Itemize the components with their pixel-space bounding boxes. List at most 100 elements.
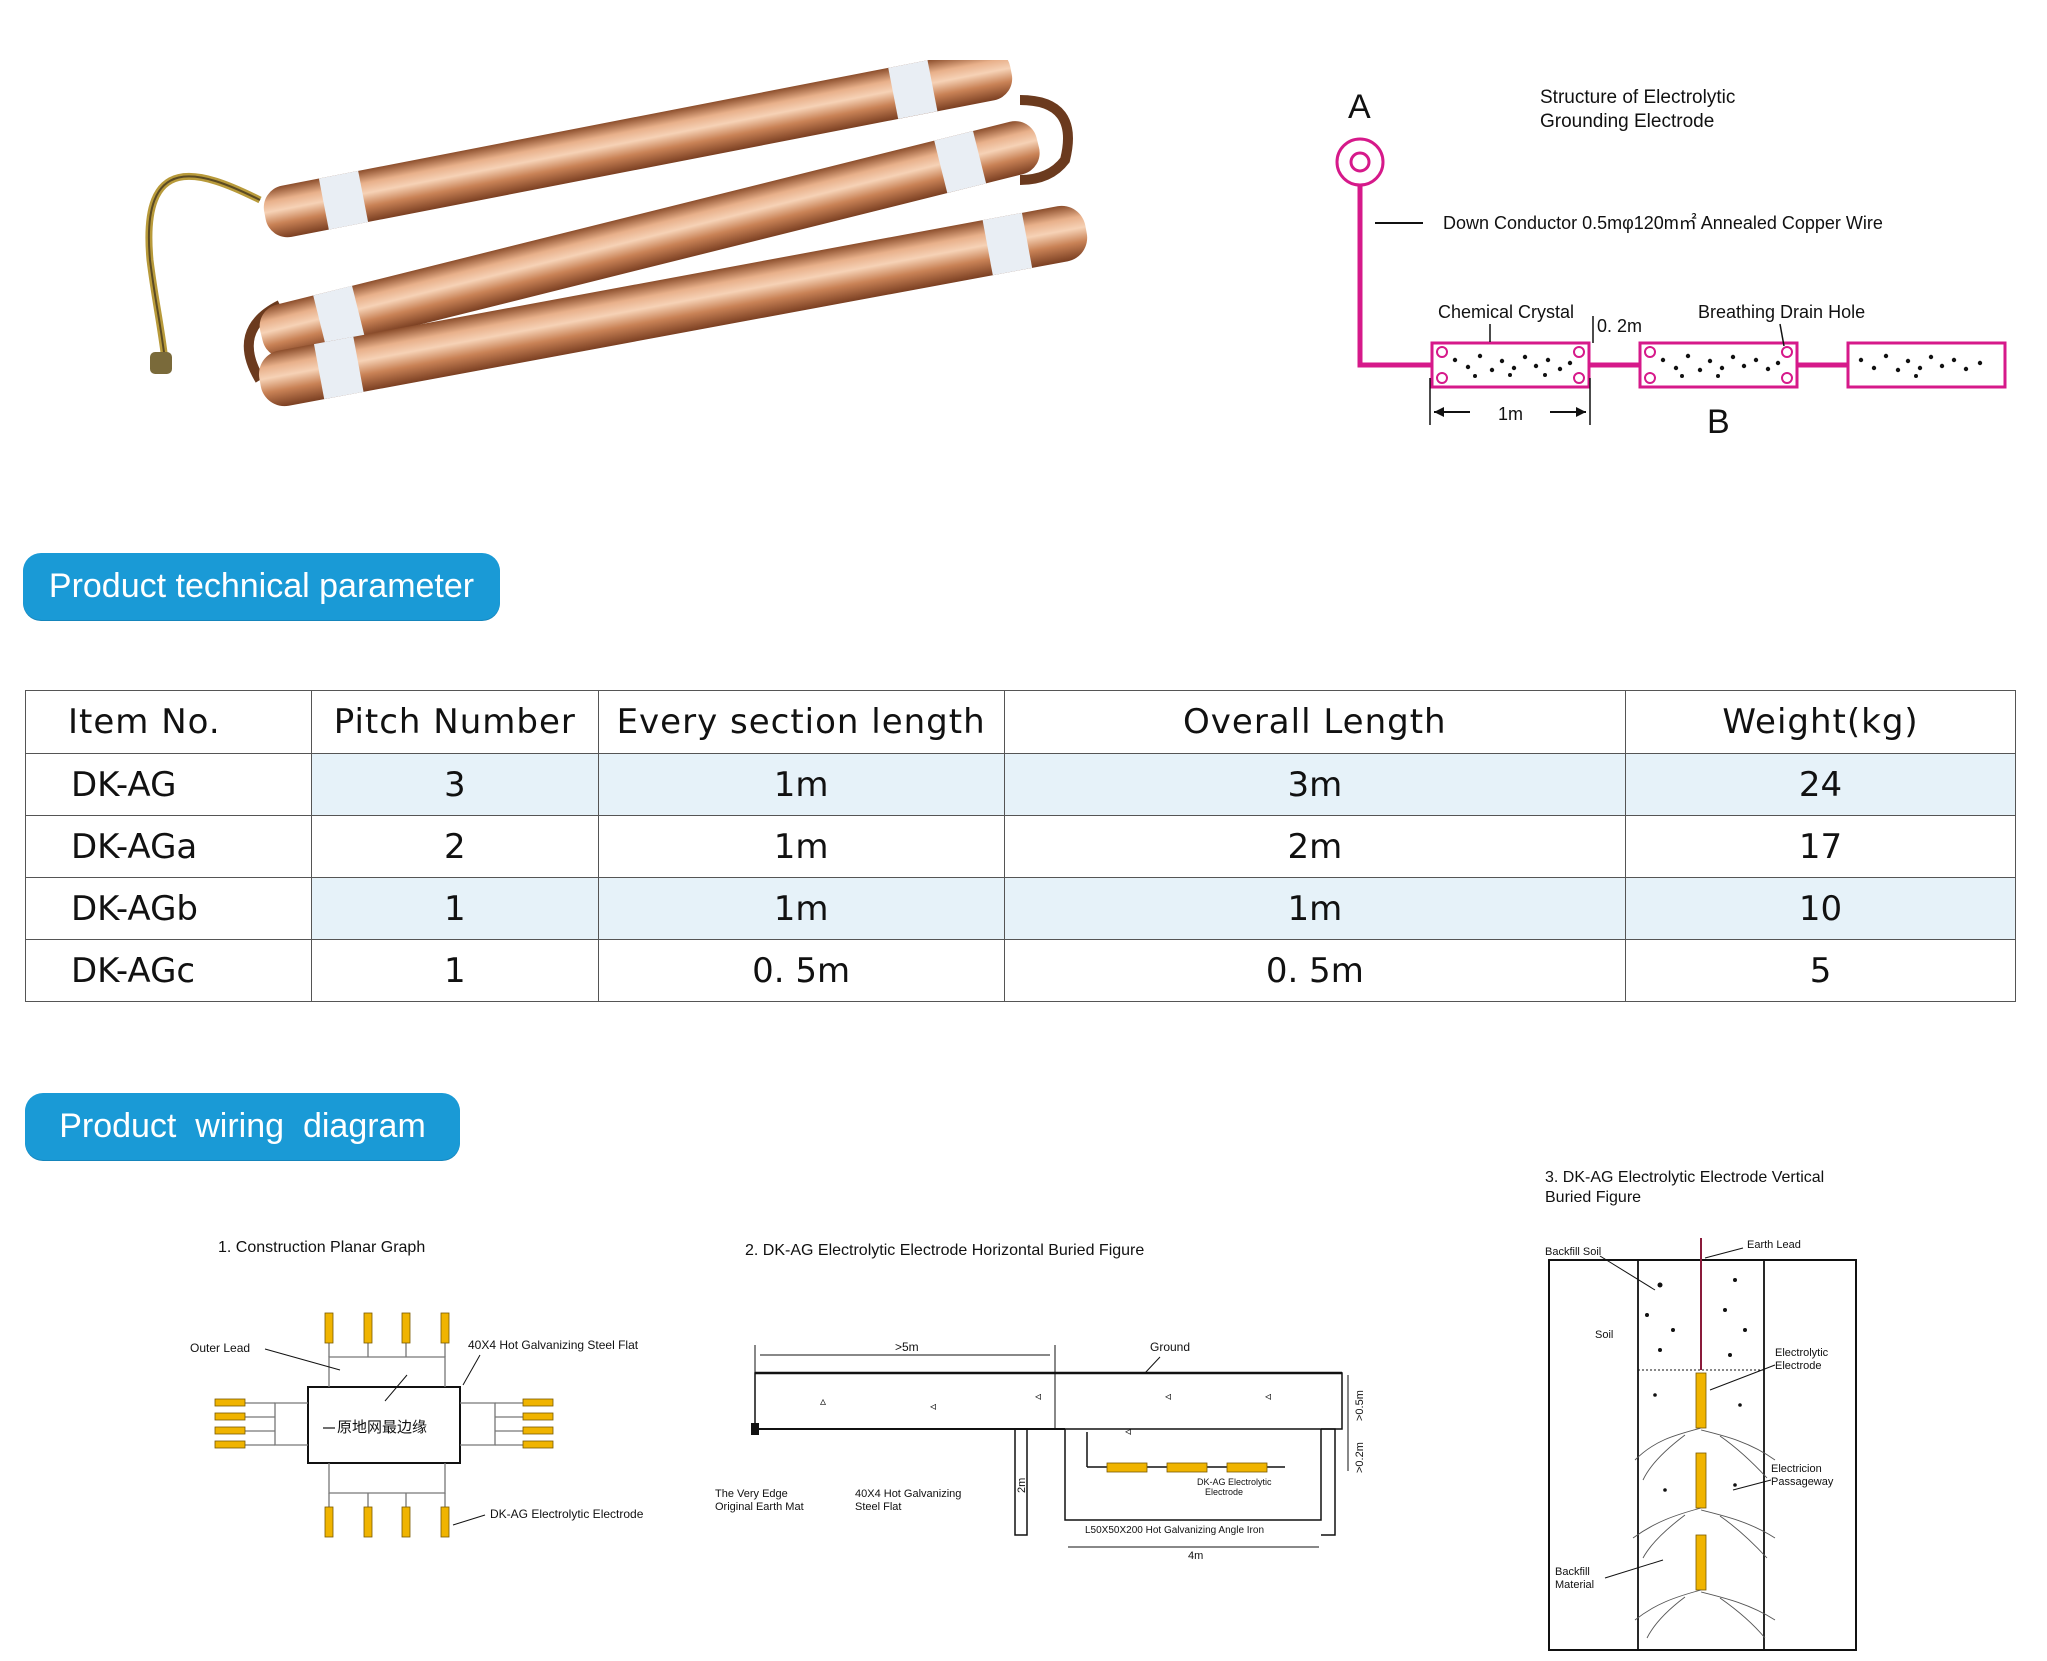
electrode-section-2	[1638, 341, 1799, 389]
cell-weight: 17	[1625, 815, 2016, 878]
figure3-title-1: 3. DK-AG Electrolytic Electrode Vertical	[1545, 1169, 1824, 1186]
structure-title-1: Structure of Electrolytic	[1540, 87, 1735, 108]
dim-top-label: >0.5m	[1354, 1390, 1366, 1421]
cell-item: DK-AGc	[25, 939, 312, 1002]
electrode-section-3	[1846, 341, 2007, 389]
chemical-crystal-label: Chemical Crystal	[1438, 302, 1574, 322]
ground-label: Ground	[1150, 1340, 1190, 1354]
structure-diagram: Structure of Electrolytic Grounding Elec…	[1335, 87, 2007, 441]
cell-section: 1m	[597, 815, 1005, 878]
cell-item: DK-AGa	[25, 815, 312, 878]
structure-title-2: Grounding Electrode	[1540, 111, 1714, 132]
cell-overall: 3m	[1003, 753, 1627, 816]
roots	[1632, 1427, 1776, 1639]
label-b: B	[1707, 403, 1730, 441]
tech-param-heading-text: Product technical parameter	[48, 567, 475, 605]
table-row: DK-AGb 1 1m 1m 10	[25, 877, 2016, 940]
wiring-heading-text: Product wiring diagram	[59, 1107, 426, 1145]
table-row: DK-AG 3 1m 3m 24	[25, 753, 2016, 816]
svg-text:◃: ◃	[930, 1399, 936, 1413]
figure2-horizontal-buried: 2. DK-AG Electrolytic Electrode Horizont…	[715, 1242, 1366, 1562]
header-section-length: Every section length	[597, 690, 1005, 754]
lead-cable	[145, 172, 262, 361]
gap-label: 0. 2m	[1597, 316, 1642, 336]
earth-mat-edge	[751, 1423, 759, 1435]
width-label: 4m	[1188, 1550, 1203, 1562]
header-pitch-number: Pitch Number	[310, 690, 599, 754]
tech-param-heading: Product technical parameter	[23, 553, 500, 620]
figure3-title-2: Buried Figure	[1545, 1189, 1641, 1206]
chemical-crystal-dots	[1452, 353, 1983, 378]
svg-text:◃: ◃	[1035, 1389, 1041, 1403]
backfill-material-label-2: Material	[1555, 1579, 1594, 1591]
down-conductor-label: Down Conductor 0.5mφ120m㎡ Annealed Coppe…	[1443, 212, 1883, 233]
electrode-label-1: DK-AG Electrolytic	[1197, 1477, 1272, 1487]
figure1-center-label: 原地网最边缘	[337, 1419, 427, 1436]
terminal-a-outer	[1335, 137, 1385, 187]
backfill-soil-label: Backfill Soil	[1545, 1246, 1601, 1258]
copper-tube-3	[258, 205, 1088, 407]
breathing-hole-label: Breathing Drain Hole	[1698, 302, 1865, 322]
cable-lug	[150, 352, 172, 374]
passage-label-2: Passageway	[1771, 1476, 1834, 1488]
cell-section: 0. 5m	[597, 939, 1005, 1002]
figure1-planar-graph: 1. Construction Planar Graph 原地网最边缘 Oute…	[190, 1239, 644, 1538]
electrode-section-1	[1430, 341, 1591, 389]
cell-section: 1m	[597, 753, 1005, 816]
outer-lead-label: Outer Lead	[190, 1341, 250, 1355]
svg-text:◃: ◃	[1125, 1424, 1131, 1438]
edge-label-1: The Very Edge	[715, 1488, 788, 1500]
earth-mat-edge-box	[307, 1386, 461, 1464]
figure1-title: 1. Construction Planar Graph	[218, 1239, 425, 1256]
svg-text:◃: ◃	[1165, 1389, 1171, 1403]
depth-label: 2m	[1016, 1478, 1028, 1493]
product-photo	[145, 60, 1088, 407]
cell-weight: 10	[1625, 877, 2016, 940]
figure3-vertical-buried: 3. DK-AG Electrolytic Electrode Vertical…	[1545, 1169, 1857, 1651]
cell-section: 1m	[597, 877, 1005, 940]
down-conductor-line	[1357, 185, 1432, 368]
figure2-title: 2. DK-AG Electrolytic Electrode Horizont…	[745, 1242, 1144, 1259]
electrode-label-1: Electrolytic	[1775, 1347, 1829, 1359]
electrode-label-2: Electrode	[1205, 1487, 1243, 1497]
spec-table: Item No. Pitch Number Every section leng…	[25, 690, 2016, 1002]
terminal-a-inner	[1349, 151, 1371, 173]
backfill-material-label-1: Backfill	[1555, 1566, 1590, 1578]
cell-item: DK-AGb	[25, 877, 312, 940]
ground-layer	[754, 1372, 1343, 1430]
wiring-heading: Product wiring diagram	[25, 1093, 460, 1160]
vertical-electrodes	[1695, 1372, 1707, 1591]
cell-pitch: 2	[310, 815, 599, 878]
horizontal-electrodes	[1106, 1462, 1268, 1473]
copper-tube-2	[259, 121, 1040, 358]
table-row: DK-AGc 1 0. 5m 0. 5m 5	[25, 939, 2016, 1002]
header-weight: Weight(kg)	[1625, 690, 2016, 754]
electrode-markers	[214, 1312, 554, 1538]
cell-weight: 24	[1625, 753, 2016, 816]
table-row: DK-AGa 2 1m 2m 17	[25, 815, 2016, 878]
dist-label: >5m	[895, 1340, 919, 1354]
label-a: A	[1348, 88, 1371, 126]
svg-text:◃: ◃	[1265, 1389, 1271, 1403]
table-header-row: Item No. Pitch Number Every section leng…	[25, 690, 2016, 754]
cell-item: DK-AG	[25, 753, 312, 816]
svg-text:▵: ▵	[820, 1394, 826, 1408]
soil-label: Soil	[1595, 1329, 1613, 1341]
cell-pitch: 1	[310, 939, 599, 1002]
earth-lead-label: Earth Lead	[1747, 1239, 1801, 1251]
flat-label-1: 40X4 Hot Galvanizing	[855, 1488, 961, 1500]
electrode-label-2: Electrode	[1775, 1360, 1821, 1372]
cell-overall: 2m	[1003, 815, 1627, 878]
cell-pitch: 3	[310, 753, 599, 816]
electrode-label: DK-AG Electrolytic Electrode	[490, 1507, 644, 1521]
header-item-no: Item No.	[25, 690, 312, 754]
steel-flat-label: 40X4 Hot Galvanizing Steel Flat	[468, 1338, 639, 1352]
header-overall-length: Overall Length	[1003, 690, 1627, 754]
flat-label-2: Steel Flat	[855, 1501, 901, 1513]
cell-pitch: 1	[310, 877, 599, 940]
passage-label-1: Electricion	[1771, 1463, 1822, 1475]
cell-overall: 0. 5m	[1003, 939, 1627, 1002]
dim-bottom-label: >0.2m	[1354, 1442, 1366, 1473]
section-length-label: 1m	[1498, 404, 1523, 424]
angle-iron-label: L50X50X200 Hot Galvanizing Angle Iron	[1085, 1525, 1264, 1536]
